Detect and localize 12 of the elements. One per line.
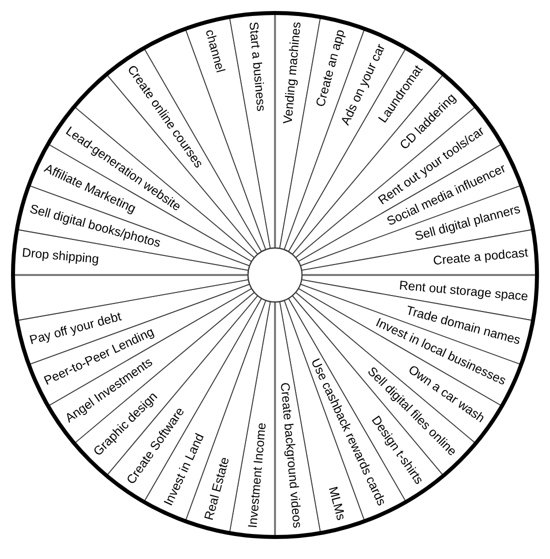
segment-label: channel bbox=[202, 28, 228, 74]
wheel-segment bbox=[229, 13, 275, 249]
segment-label: MLMs bbox=[324, 485, 348, 522]
segment-label: Rent out storage space bbox=[398, 278, 528, 305]
segment-label: Start a business bbox=[245, 22, 268, 112]
segment-label: Vending machines bbox=[280, 22, 305, 125]
segment-label: Create a podcast bbox=[432, 245, 528, 269]
segment-label: Real Estate bbox=[202, 456, 234, 522]
segment-label: Create an app bbox=[312, 28, 347, 108]
segment-label: Drop shipping bbox=[22, 245, 100, 268]
segment-label: Create background videos bbox=[276, 382, 305, 528]
segment-label: Investment Income bbox=[245, 422, 270, 528]
